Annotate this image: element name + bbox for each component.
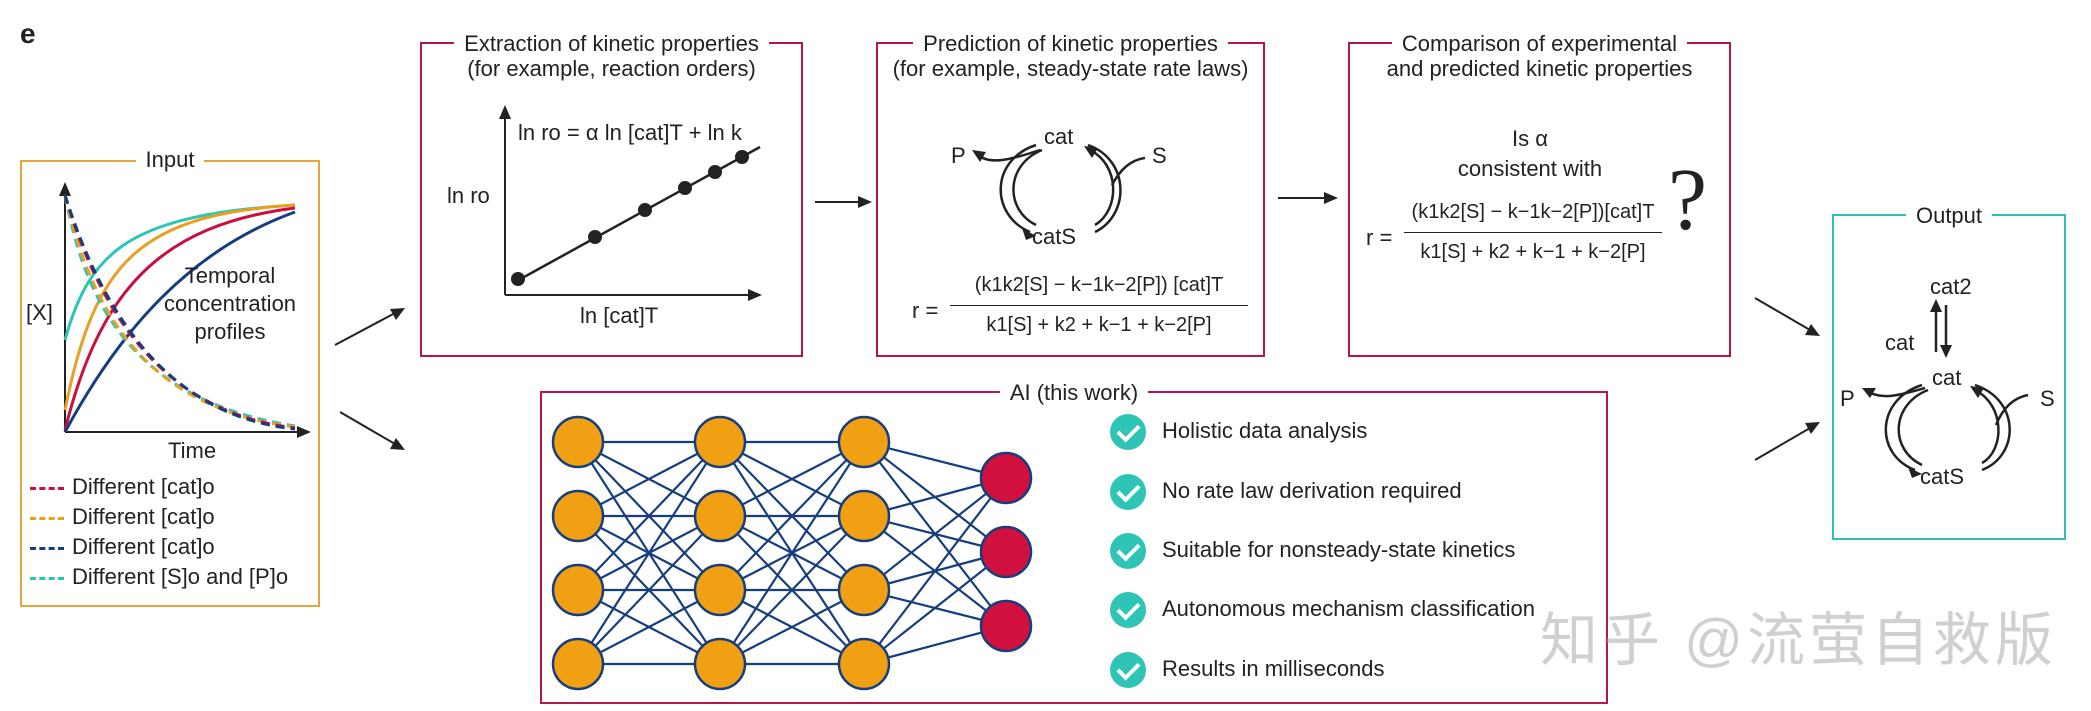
input-title: Input [22, 146, 318, 174]
legend-item: Different [cat]o [30, 474, 215, 500]
checkmark-icon [1110, 592, 1146, 628]
prediction-numerator: (k1k2[S] − k−1k−2[P]) [cat]T [974, 274, 1224, 296]
checkmark-icon [1110, 474, 1146, 510]
question-mark-icon: ? [1668, 152, 1708, 249]
legend-item: Different [S]o and [P]o [30, 564, 288, 590]
comparison-rate-lhs: r = [1366, 225, 1393, 250]
extraction-x-label: ln [cat]T [580, 303, 659, 328]
extraction-title: Extraction of kinetic properties [422, 30, 801, 58]
prediction-denominator: k1[S] + k2 + k−1 + k−2[P] [986, 314, 1212, 336]
watermark: 知乎 @流萤自救版 [1540, 608, 2057, 673]
prediction-rate-lhs: r = [912, 298, 939, 323]
input-overlay-text: Temporal concentration profiles [163, 263, 297, 344]
extraction-panel: Extraction of kinetic properties [420, 31, 803, 357]
panel-label: e [20, 18, 36, 49]
legend-swatch-navy [30, 546, 64, 550]
extraction-equation: ln ro = α ln [cat]T + ln k [518, 120, 742, 145]
checkmark-icon [1110, 414, 1146, 450]
output-cat-center: cat [1932, 365, 1962, 390]
extraction-y-label: ln ro [447, 183, 490, 208]
legend-swatch-red [30, 486, 64, 490]
output-cat-left: cat [1885, 330, 1915, 355]
comparison-numerator: (k1k2[S] − k−1k−2[P])[cat]T [1411, 201, 1655, 223]
prediction-cycle-top: cat [1044, 124, 1074, 149]
comparison-fraction-bar [1404, 232, 1662, 233]
output-catS: catS [1920, 464, 1965, 489]
prediction-cycle-left: P [951, 143, 966, 168]
output-cat2: cat2 [1930, 274, 1972, 299]
prediction-panel: Prediction of kinetic properties [876, 31, 1265, 357]
ai-panel: AI (this work) [540, 380, 1608, 704]
prediction-subtitle: (for example, steady-state rate laws) [892, 56, 1249, 81]
output-panel: Output [1832, 203, 2066, 540]
comparison-question-line1: Is α [1512, 126, 1548, 151]
comparison-question-line2: consistent with [1457, 156, 1603, 181]
ai-feature: Autonomous mechanism classification [1162, 596, 1535, 621]
input-panel: Input [20, 147, 320, 607]
ai-feature: No rate law derivation required [1162, 478, 1462, 503]
comparison-subtitle: and predicted kinetic properties [1386, 56, 1693, 81]
prediction-fraction-bar [950, 305, 1248, 306]
legend-swatch-orange [30, 516, 64, 520]
ai-feature: Suitable for nonsteady-state kinetics [1162, 537, 1516, 562]
checkmark-icon [1110, 652, 1146, 688]
comparison-title: Comparison of experimental [1350, 30, 1729, 58]
checkmark-icon [1110, 533, 1146, 569]
input-y-label: [X] [26, 300, 53, 325]
prediction-cycle-bottom: catS [1032, 224, 1077, 249]
output-title: Output [1834, 202, 2064, 230]
ai-title: AI (this work) [542, 379, 1606, 407]
input-x-label: Time [168, 438, 217, 463]
ai-feature: Holistic data analysis [1162, 418, 1368, 443]
prediction-cycle-right: S [1152, 143, 1167, 168]
output-S: S [2040, 386, 2055, 411]
legend-item: Different [cat]o [30, 504, 215, 530]
comparison-panel: Comparison of experimental [1348, 31, 1731, 357]
ai-feature: Results in milliseconds [1162, 656, 1385, 681]
prediction-title: Prediction of kinetic properties [878, 30, 1263, 58]
comparison-denominator: k1[S] + k2 + k−1 + k−2[P] [1420, 241, 1646, 263]
legend-swatch-teal [30, 576, 64, 580]
legend-item: Different [cat]o [30, 534, 215, 560]
output-P: P [1840, 386, 1855, 411]
extraction-subtitle: (for example, reaction orders) [467, 56, 756, 81]
